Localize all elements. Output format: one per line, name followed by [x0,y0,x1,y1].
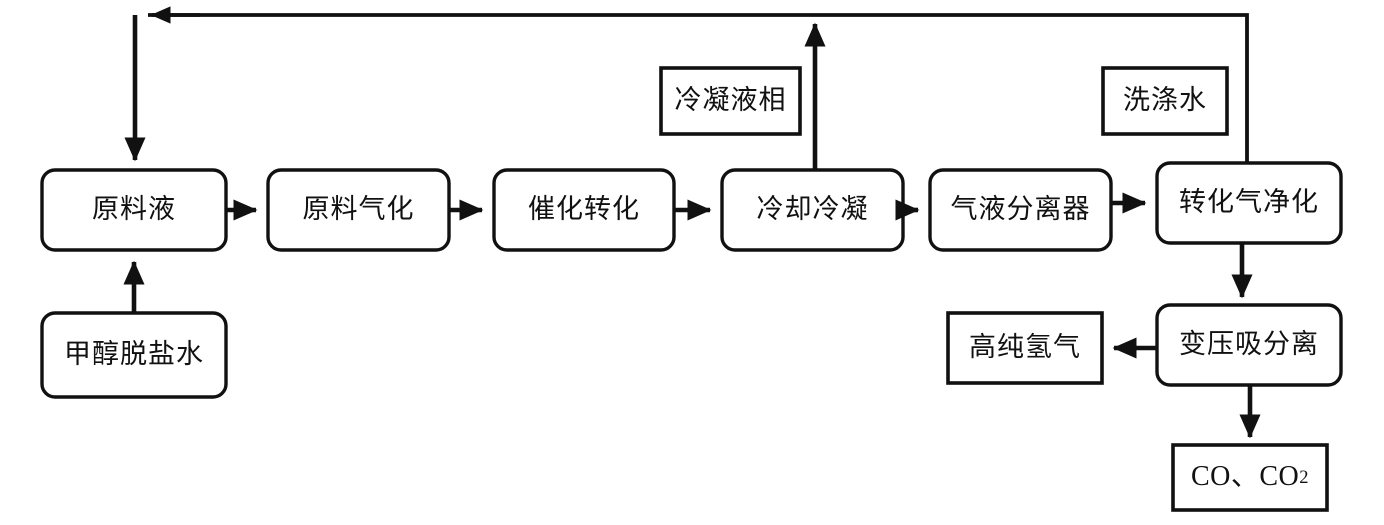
node-shape-condensate-liquid-phase[interactable] [659,66,802,136]
node-shapes-rect [659,66,1329,512]
node-shape-psa-separation[interactable] [1155,303,1343,387]
node-shape-converted-gas-purification[interactable] [1155,161,1343,245]
node-shapes-rounded [40,161,1343,399]
connectors [123,6,1261,439]
node-shape-methanol-demineralized-water[interactable] [40,311,228,399]
edge-purification-wash-water-recycle [148,13,1249,163]
node-shape-cooling-condensation[interactable] [720,168,905,252]
node-shape-feed-vaporization[interactable] [266,168,451,252]
node-shape-feed-liquid[interactable] [40,168,228,252]
node-shape-wash-water[interactable] [1101,66,1229,136]
node-shape-carbon-oxides[interactable] [1171,443,1329,512]
node-shape-high-purity-hydrogen[interactable] [946,311,1104,385]
node-shape-catalytic-conversion[interactable] [492,168,676,252]
node-shape-gas-liquid-separator[interactable] [928,168,1113,252]
